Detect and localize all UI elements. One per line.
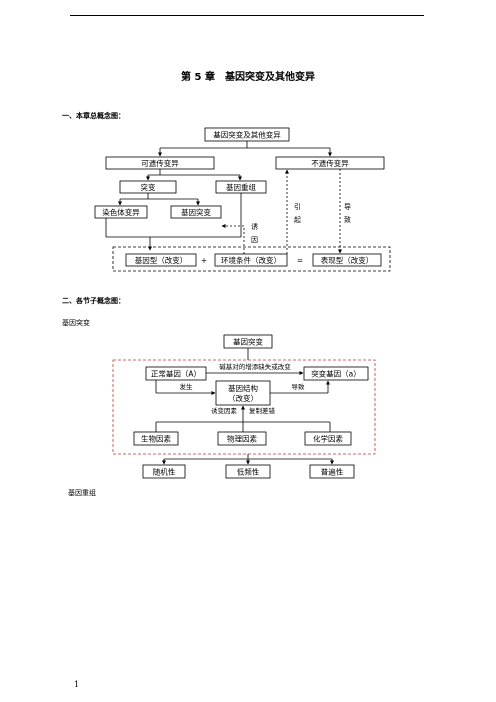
box-phenotype: 表现型（改变） — [312, 253, 382, 267]
environment-label: 环境条件（改变） — [221, 255, 281, 265]
replication-error-label: 复制差错 — [249, 406, 276, 415]
box-environment: 环境条件（改变） — [214, 253, 288, 267]
box-root: 基因突变及其他变异 — [204, 127, 290, 142]
box-nonheritable: 不遗传变异 — [275, 156, 385, 170]
nonheritable-label: 不遗传变异 — [311, 158, 349, 168]
label-gene-recombination: 基因重组 — [68, 489, 96, 497]
box-universal: 普遍性 — [309, 464, 355, 479]
induce-factors-label: 诱变因素 — [211, 406, 238, 415]
box-phys-factor: 物理因素 — [217, 431, 267, 446]
annot-lead-2: 致 — [344, 215, 351, 224]
box-recombination: 基因重组 — [215, 180, 267, 194]
universal-label: 普遍性 — [321, 467, 344, 477]
chapter-title: 第 5 章 基因突变及其他变异 — [181, 72, 315, 83]
heritable-label: 可遗传变异 — [141, 158, 179, 168]
structure-line1: 基因结构 — [228, 383, 258, 393]
annot-induce-1: 诱 — [251, 222, 258, 231]
random-label: 随机性 — [153, 467, 176, 477]
box-genotype: 基因型（改变） — [125, 253, 197, 267]
overview-concept-map: 基因突变及其他变异 可遗传变异 不遗传变异 突变 基因重组 — [94, 127, 391, 272]
header-rule — [70, 15, 424, 16]
box-mutation: 突变 — [119, 180, 177, 194]
annot-induce-2: 因 — [251, 236, 258, 244]
gene-mutation-concept-map: 基因突变 正常基因（A） 突变基因（a） 碱基对的增添缺失或改变 基因结构 （改… — [112, 334, 376, 479]
box-heritable: 可遗传变异 — [105, 156, 215, 170]
annot-cause-1: 引 — [294, 202, 301, 211]
root-label: 基因突变及其他变异 — [213, 130, 281, 140]
chromosome-variation-label: 染色体变异 — [102, 207, 140, 217]
box-chem-factor: 化学因素 — [304, 431, 352, 446]
phenotype-label: 表现型（改变） — [321, 255, 374, 265]
annot-lead-1: 导 — [344, 203, 351, 211]
dashed-region-map2 — [112, 359, 376, 455]
box-random: 随机性 — [142, 464, 186, 479]
plus-sign: + — [201, 256, 207, 265]
box-low-frequency: 低频性 — [225, 464, 271, 479]
lead-label: 导致 — [292, 382, 306, 391]
label-gene-mutation: 基因突变 — [62, 319, 90, 327]
occur-label: 发生 — [180, 382, 194, 391]
mutation-label: 突变 — [141, 182, 156, 192]
annot-cause-2: 起 — [294, 216, 301, 224]
root2-label: 基因突变 — [233, 337, 263, 347]
box-bio-factor: 生物因素 — [133, 431, 179, 446]
phys-factor-label: 物理因素 — [227, 434, 257, 444]
genotype-label: 基因型（改变） — [135, 255, 188, 265]
box-structure: 基因结构 （改变） — [215, 380, 271, 406]
page-number: 1 — [74, 680, 80, 689]
chem-factor-label: 化学因素 — [313, 434, 343, 444]
section-heading-overview: 一、本章总概念图： — [62, 112, 125, 120]
mutant-gene-label: 突变基因（a） — [311, 369, 361, 379]
box-chromosome-variation: 染色体变异 — [94, 205, 148, 219]
structure-line2: （改变） — [228, 393, 258, 403]
bio-factor-label: 生物因素 — [141, 434, 171, 444]
box-gene-mutation: 基因突变 — [170, 205, 222, 219]
low-frequency-label: 低频性 — [237, 467, 260, 477]
gene-mutation-label: 基因突变 — [181, 207, 211, 217]
box-root2: 基因突变 — [223, 334, 273, 349]
pair-change-label: 碱基对的增添缺失或改变 — [219, 362, 291, 371]
section-heading-subsections: 二、各节子概念图： — [62, 297, 125, 305]
box-normal-gene: 正常基因（A） — [145, 366, 207, 381]
dashed-region-map1 — [112, 246, 391, 272]
recombination-label: 基因重组 — [226, 182, 256, 192]
normal-gene-label: 正常基因（A） — [151, 369, 201, 379]
equals-sign: = — [297, 256, 303, 265]
box-mutant-gene: 突变基因（a） — [303, 366, 369, 381]
